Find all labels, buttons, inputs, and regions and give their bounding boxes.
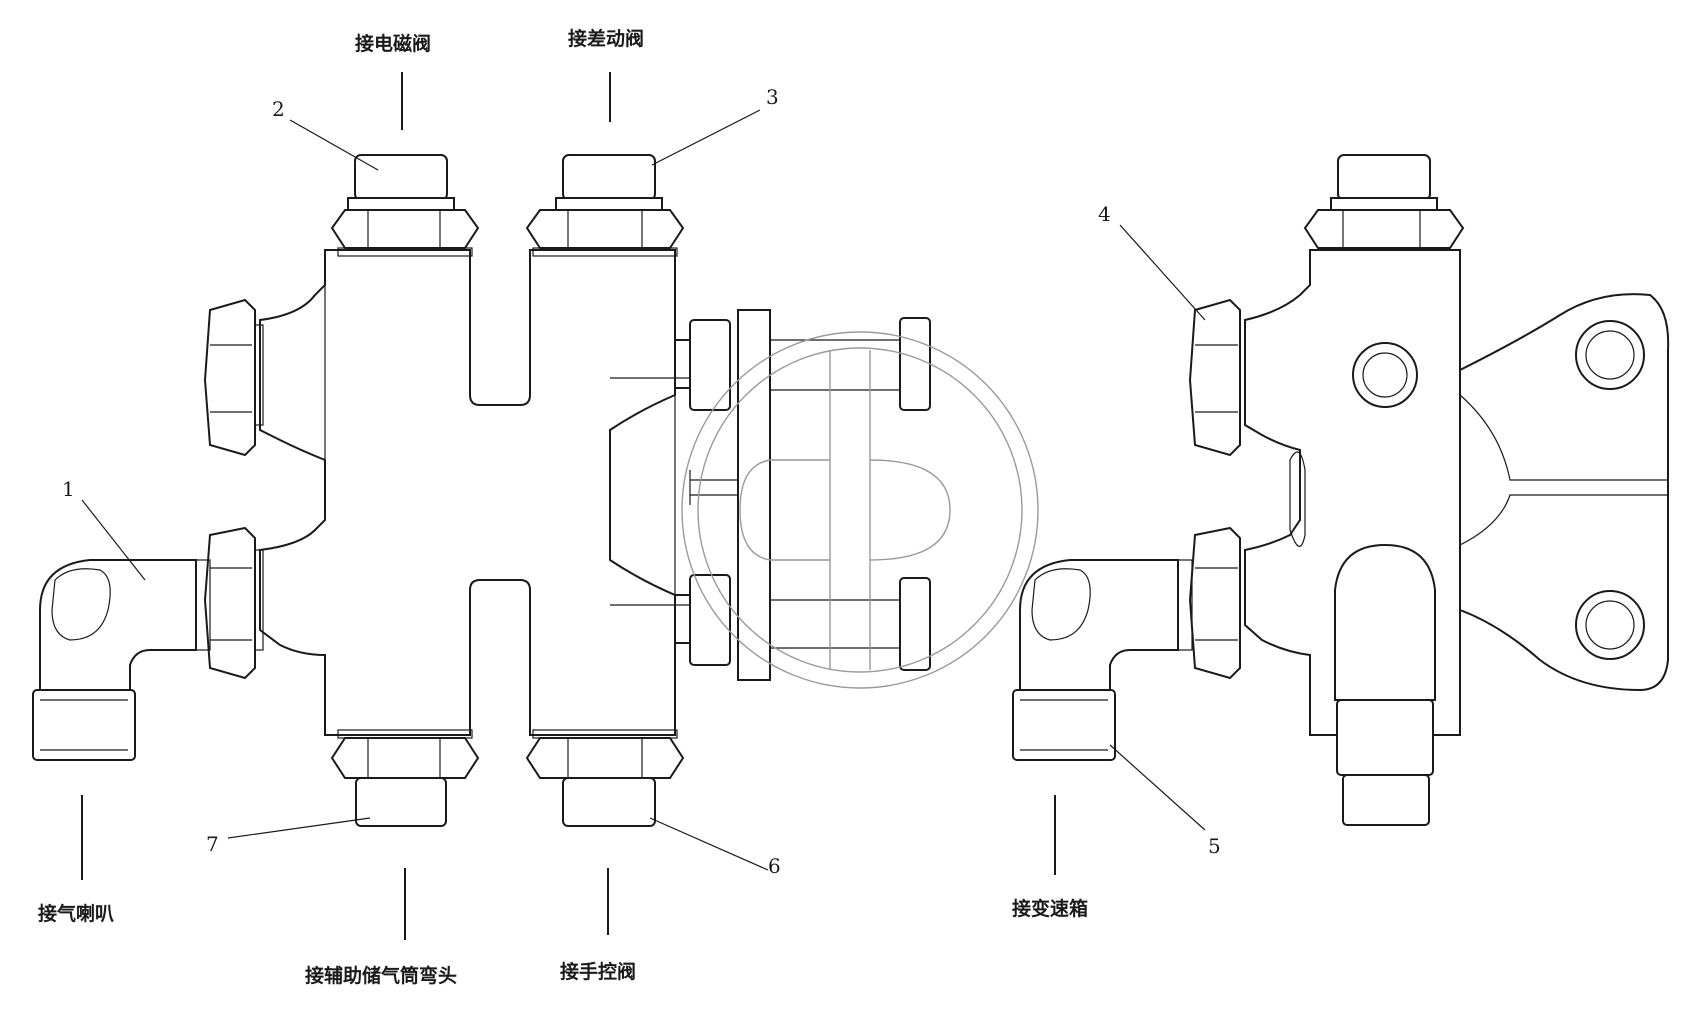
label-right-assembly: 接变速箱 [1012, 897, 1088, 920]
fitting-bottom-left [330, 729, 480, 827]
label-bottom-left: 接辅助储气筒弯头 [305, 964, 457, 987]
fitting-left-upper [203, 298, 264, 457]
callout-1: 1 [62, 477, 75, 501]
label-top-right: 接差动阀 [568, 27, 644, 50]
label-bottom-right: 接手控阀 [560, 960, 636, 983]
callout-3: 3 [766, 85, 779, 109]
label-left: 接气喇叭 [38, 902, 114, 925]
leader-lines [81, 72, 1206, 940]
mounting-bolts [610, 309, 931, 681]
fitting-top-right [525, 154, 685, 257]
elbow-fitting [32, 559, 197, 761]
left-valve-assembly [32, 154, 931, 827]
company-logo-watermark [681, 331, 1039, 689]
fitting-left-lower [195, 526, 264, 680]
callout-5: 5 [1208, 834, 1221, 858]
callout-6: 6 [768, 854, 781, 878]
right-valve-assembly [1012, 154, 1670, 826]
fitting-bottom-right [525, 729, 685, 827]
callout-2: 2 [272, 97, 285, 121]
callout-4: 4 [1098, 202, 1111, 226]
label-top-left: 接电磁阀 [355, 32, 431, 55]
left-valve-body [259, 249, 676, 736]
callout-7: 7 [206, 832, 219, 856]
fitting-top-left [330, 154, 480, 257]
